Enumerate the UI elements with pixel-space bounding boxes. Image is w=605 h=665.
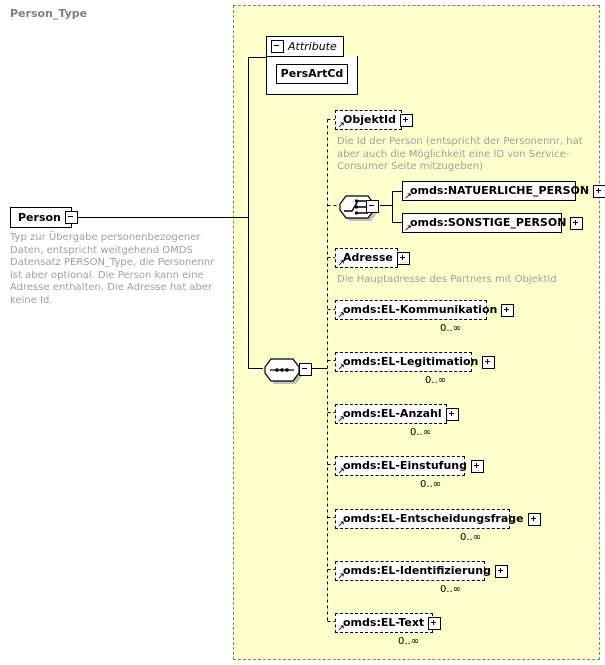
node-el-text-label: omds:EL-Text (343, 616, 425, 629)
node-attribute-persartcd[interactable]: PersArtCd (276, 64, 348, 84)
person-documentation: Typ zur Übergabe personenbezogener Daten… (10, 232, 215, 306)
cardinality-el-legitimation: 0..∞ (425, 375, 447, 386)
plus-icon[interactable] (494, 564, 508, 578)
plus-icon[interactable] (471, 459, 485, 473)
node-el-anzahl[interactable]: omds:EL-Anzahl (335, 404, 459, 424)
plus-icon[interactable] (482, 355, 496, 369)
node-objektid[interactable]: ObjektId (335, 110, 413, 130)
person-type-container (233, 5, 600, 660)
node-natuerliche-person-label: omds:NATUERLICHE_PERSON (410, 184, 590, 197)
node-person[interactable]: Person (10, 207, 78, 228)
cardinality-el-identifizierung: 0..∞ (440, 584, 462, 595)
node-attribute-persartcd-label: PersArtCd (280, 67, 344, 80)
node-adresse-label: Adresse (343, 251, 393, 264)
plus-icon[interactable] (527, 512, 541, 526)
node-sonstige-person[interactable]: omds:SONSTIGE_PERSON (402, 213, 584, 233)
plus-icon[interactable] (593, 184, 605, 198)
node-el-kommunikation[interactable]: omds:EL-Kommunikation (335, 300, 515, 320)
plus-icon[interactable] (501, 303, 515, 317)
objektid-documentation: Die Id der Person (entspricht der Person… (337, 136, 583, 172)
cardinality-el-kommunikation: 0..∞ (440, 323, 462, 334)
minus-icon[interactable] (64, 211, 78, 224)
attribute-group-tab[interactable]: Attribute (266, 36, 344, 57)
node-el-anzahl-label: omds:EL-Anzahl (343, 407, 442, 420)
cardinality-el-einstufung: 0..∞ (420, 479, 442, 490)
sequence-minus-icon[interactable] (299, 363, 312, 376)
node-el-einstufung-label: omds:EL-Einstufung (343, 459, 468, 472)
node-el-entscheidungsfrage[interactable]: omds:EL-Entscheidungsfrage (335, 509, 541, 529)
node-el-identifizierung-label: omds:EL-Identifizierung (343, 564, 491, 577)
cardinality-el-text: 0..∞ (398, 636, 420, 647)
node-el-entscheidungsfrage-label: omds:EL-Entscheidungsfrage (343, 512, 524, 525)
adresse-documentation: Die Hauptadresse des Partners mit Objekt… (337, 274, 557, 285)
node-el-text[interactable]: omds:EL-Text (335, 613, 442, 633)
node-adresse[interactable]: Adresse (335, 248, 410, 268)
node-natuerliche-person[interactable]: omds:NATUERLICHE_PERSON (402, 181, 605, 201)
sequence-compositor[interactable] (261, 356, 309, 388)
minus-icon[interactable] (271, 40, 284, 53)
sequence-icon (264, 358, 302, 384)
node-el-einstufung[interactable]: omds:EL-Einstufung (335, 456, 485, 476)
node-el-legitimation-label: omds:EL-Legitimation (343, 355, 479, 368)
node-objektid-label: ObjektId (343, 113, 396, 126)
plus-icon[interactable] (400, 113, 413, 127)
type-title: Person_Type (10, 7, 88, 20)
attribute-group-label: Attribute (288, 40, 337, 53)
node-sonstige-person-label: omds:SONSTIGE_PERSON (410, 216, 567, 229)
node-el-legitimation[interactable]: omds:EL-Legitimation (335, 352, 496, 372)
plus-icon[interactable] (570, 216, 584, 230)
choice-minus-icon[interactable] (366, 200, 379, 213)
node-person-label: Person (18, 210, 61, 224)
plus-icon[interactable] (428, 616, 442, 630)
node-el-kommunikation-label: omds:EL-Kommunikation (343, 303, 498, 316)
cardinality-el-entscheidungsfrage: 0..∞ (460, 532, 482, 543)
cardinality-el-anzahl: 0..∞ (410, 427, 432, 438)
plus-icon[interactable] (396, 251, 410, 265)
plus-icon[interactable] (445, 407, 459, 421)
node-el-identifizierung[interactable]: omds:EL-Identifizierung (335, 561, 508, 581)
